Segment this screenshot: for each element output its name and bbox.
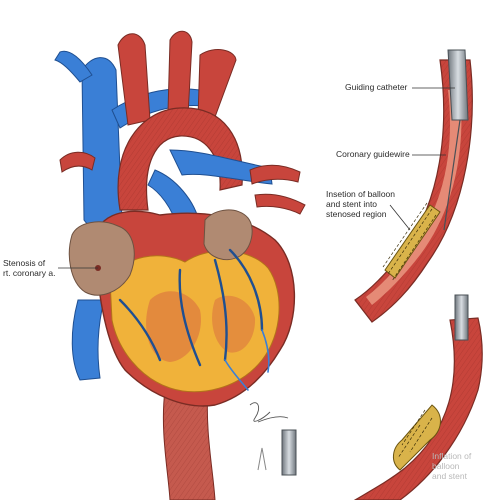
label-stenosis: Stenosis of rt. coronary a. [3, 258, 56, 278]
coronary-vessels [118, 248, 264, 367]
brachiocephalic-artery [117, 33, 151, 126]
left-atrium [203, 209, 253, 260]
stent-mesh [384, 204, 441, 279]
right-atrium [68, 221, 135, 296]
left-subclavian-artery [197, 49, 237, 126]
artist-signature [249, 402, 289, 423]
label-insertion: Insetion of balloon and stent into steno… [326, 189, 395, 219]
inferior-vena-cava [71, 299, 105, 381]
label-coronary-guidewire: Coronary guidewire [336, 149, 410, 159]
left-carotid-artery [167, 30, 193, 116]
label-guiding-catheter: Guiding catheter [345, 82, 408, 92]
artery-lower [353, 317, 483, 500]
superior-vena-cava [81, 57, 123, 231]
catheter-tip [447, 49, 469, 121]
label-inflation: Inflation of balloon and stent [432, 451, 472, 481]
insertion-leader [389, 204, 411, 231]
heart-illustration [54, 30, 306, 500]
